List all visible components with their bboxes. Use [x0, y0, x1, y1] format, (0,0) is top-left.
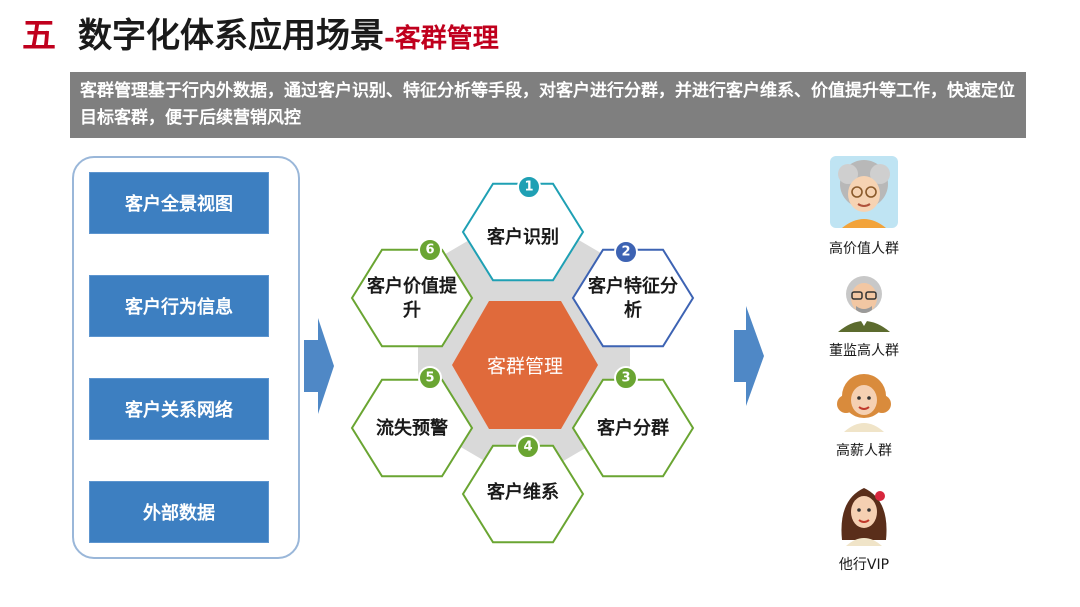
elderly-woman-avatar-icon	[830, 156, 898, 228]
badge-number: 1	[524, 179, 534, 195]
center-label: 客群管理	[486, 355, 564, 378]
arrow-right-icon	[734, 306, 764, 406]
step-label-identify: 客户识别	[487, 227, 559, 248]
title-main: 数字化体系应用场景	[78, 16, 384, 56]
step-number-badge	[614, 240, 638, 264]
source-box-panorama: 客户全景视图	[89, 172, 269, 234]
data-sources-frame	[72, 156, 300, 559]
badge-number: 4	[523, 439, 533, 455]
step-hexagon-segment	[571, 378, 695, 478]
badge-number: 6	[425, 242, 435, 258]
elderly-man-avatar-icon	[838, 276, 890, 332]
step-label-churn: 流失预警	[376, 418, 448, 439]
step-number-badge	[418, 238, 442, 262]
description-banner: 客群管理基于行内外数据，通过客户识别、特征分析等手段，对客户进行分群，并进行客户…	[70, 72, 1026, 138]
source-box-external: 外部数据	[89, 481, 269, 543]
step-number-badge	[418, 366, 442, 390]
step-number-badge	[517, 175, 541, 199]
arrow-right-icon	[304, 318, 334, 414]
step-hexagon-retain	[461, 444, 585, 544]
woman-avatar-icon	[837, 374, 891, 432]
title-sub: -客群管理	[384, 24, 499, 54]
source-box-behavior: 客户行为信息	[89, 275, 269, 337]
badge-number: 2	[621, 244, 631, 260]
center-hexagon	[452, 301, 598, 429]
persona-label: 他行VIP	[838, 557, 890, 573]
persona-executive: 董监高人群	[804, 270, 924, 360]
step-label-segment: 客户分群	[597, 418, 669, 439]
persona-high-salary: 高薪人群	[804, 370, 924, 460]
young-woman-avatar-icon	[841, 488, 887, 546]
persona-label: 董监高人群	[829, 343, 899, 359]
badge-number: 5	[425, 370, 435, 386]
persona-label: 高薪人群	[836, 443, 892, 459]
persona-label: 高价值人群	[829, 241, 899, 257]
step-number-badge	[516, 435, 540, 459]
persona-other-bank-vip: 他行VIP	[804, 480, 924, 574]
step-hexagon-churn	[350, 378, 474, 478]
persona-high-value: 高价值人群	[804, 154, 924, 258]
step-label-value: 客户价值提升	[367, 276, 457, 321]
step-hexagon-value	[350, 248, 474, 348]
badge-number: 3	[621, 370, 631, 386]
section-number: 五	[22, 16, 56, 56]
step-hexagon-analysis	[571, 248, 695, 348]
step-hexagon-identify	[461, 182, 585, 282]
step-label-retain: 客户维系	[487, 482, 559, 503]
page-title: 五 数字化体系应用场景 -客群管理	[22, 8, 499, 60]
source-box-relation: 客户关系网络	[89, 378, 269, 440]
step-label-analysis: 客户特征分析	[588, 276, 678, 321]
step-number-badge	[614, 366, 638, 390]
